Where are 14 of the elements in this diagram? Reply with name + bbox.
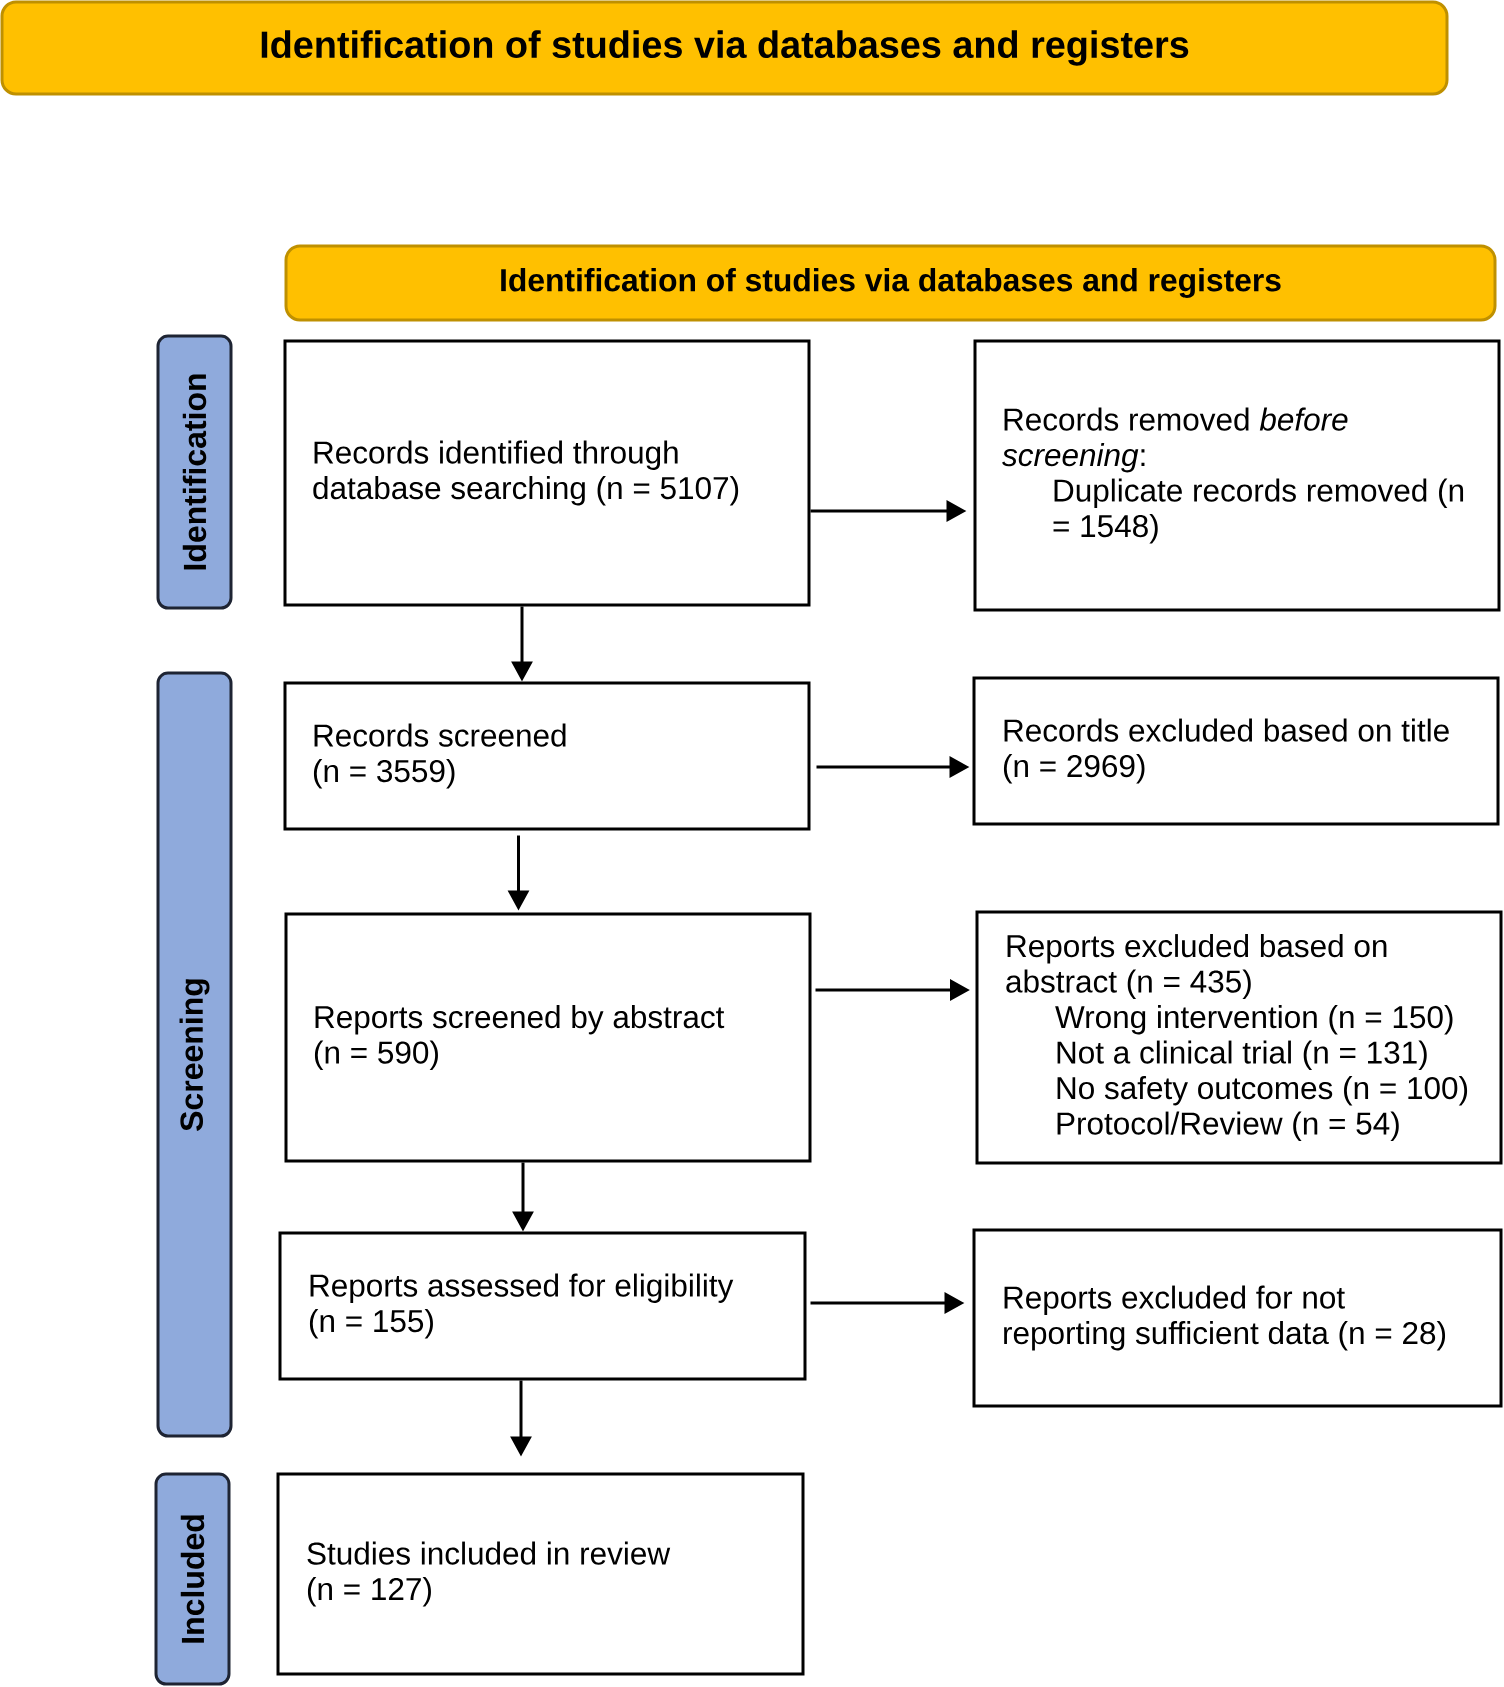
exclusion-box: Records removed before screening: Duplicate records removed (n = 1548) [973,339,1501,612]
stage-tab: Included [154,1472,231,1686]
process-box: Reports screened by abstract (n = 590) [284,912,812,1163]
exclusion-box: Reports excluded based on abstract (n = 435) Wrong intervention (n = 150) Not a clinical trial (n = 131) No safety outcomes (n = 100) Protocol/Review (n = 54) [975,910,1503,1165]
process-box: Reports assessed for eligibility (n = 155) [278,1231,807,1381]
section-banner: Identification of studies via databases and registers [284,244,1497,322]
exclusion-box: Reports excluded for not reporting sufficient data (n = 28) [972,1228,1503,1408]
exclusion-box: Records excluded based on title (n = 2969) [972,676,1500,826]
process-box: Records identified through database searching (n = 5107) [283,339,811,607]
process-box: Records screened (n = 3559) [283,681,811,831]
stage-tab: Identification [156,334,233,610]
process-box: Studies included in review (n = 127) [276,1472,805,1676]
section-banner: Identification of studies via databases and registers [0,0,1449,96]
stage-tab: Screening [156,671,233,1438]
